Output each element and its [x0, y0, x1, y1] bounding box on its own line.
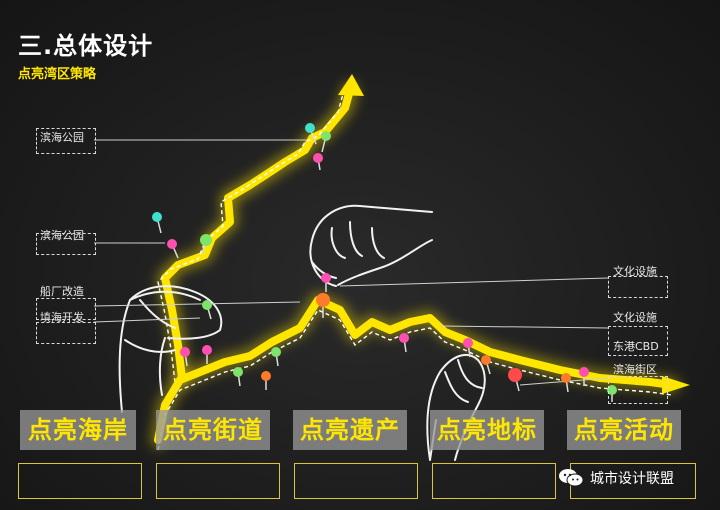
main-route	[157, 74, 364, 386]
pin-icon	[321, 131, 331, 153]
pin-icon	[180, 347, 190, 367]
caption-slot	[294, 463, 418, 499]
route-arrowhead-right	[662, 376, 690, 394]
category-landmark: 点亮地标	[430, 410, 544, 450]
pin-icon	[202, 345, 212, 364]
callout-label: 滨海公园	[40, 131, 84, 144]
pin-icon	[463, 338, 473, 358]
callout-label: 东港CBD	[613, 340, 659, 353]
pin-icon	[481, 355, 491, 375]
caption-slot	[432, 463, 556, 499]
pin-icon	[607, 385, 617, 402]
secondary-route	[150, 292, 690, 451]
callout-box	[608, 376, 668, 404]
pin-icon	[579, 367, 589, 386]
watermark: 城市设计联盟	[558, 467, 674, 489]
callout-label: 船厂改造	[40, 285, 84, 298]
pin-icon	[321, 273, 331, 292]
push-pins	[152, 123, 617, 402]
caption-slot	[156, 463, 280, 499]
route-arrowhead	[338, 74, 364, 96]
callout-box	[36, 298, 96, 320]
callout-label: 文化设施	[613, 265, 657, 278]
pin-icon	[233, 367, 243, 387]
callout-box	[608, 326, 668, 356]
pin-icon	[200, 234, 212, 255]
pin-icon	[508, 368, 522, 392]
callout-box	[36, 233, 96, 255]
pin-icon	[167, 239, 179, 259]
watermark-text: 城市设计联盟	[590, 471, 674, 487]
callout-box	[608, 276, 668, 298]
caption-slot	[18, 463, 142, 499]
pin-icon	[561, 373, 571, 393]
callout-box	[36, 322, 96, 344]
callout-label: 滨海街区	[613, 363, 657, 376]
category-heritage: 点亮遗产	[293, 410, 407, 450]
pin-icon	[316, 293, 330, 318]
category-street: 点亮街道	[156, 410, 270, 450]
hand-top	[309, 204, 433, 287]
callout-label: 填海开发	[40, 311, 84, 324]
callout-box	[36, 128, 96, 154]
pin-icon	[399, 333, 409, 353]
hand-bottom-right	[426, 353, 486, 461]
callout-label: 文化设施	[613, 311, 657, 324]
pin-icon	[202, 300, 212, 320]
hand-left	[118, 285, 223, 413]
wechat-icon	[559, 469, 584, 487]
pin-icon	[313, 153, 323, 171]
callout-label: 滨海公园	[40, 229, 84, 242]
category-coast: 点亮海岸	[20, 410, 136, 450]
page-subtitle: 点亮湾区策略	[18, 67, 97, 82]
pin-icon	[152, 212, 162, 234]
pin-icon	[261, 371, 271, 390]
pin-icon	[305, 123, 317, 145]
page-title: 三.总体设计	[18, 32, 154, 60]
pin-icon	[271, 347, 281, 367]
category-activity: 点亮活动	[567, 410, 681, 450]
